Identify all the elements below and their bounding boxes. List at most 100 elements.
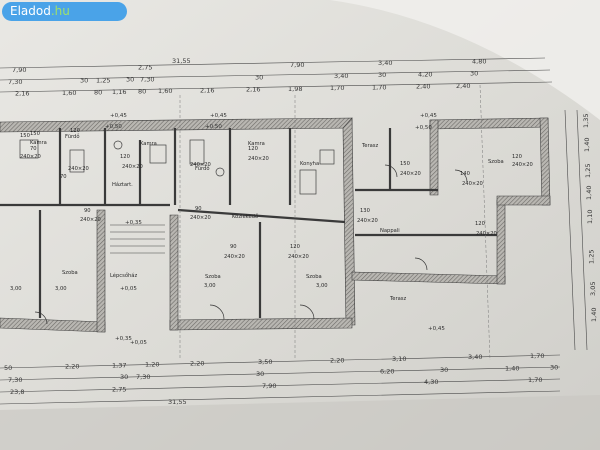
axis-lines [179,84,491,361]
level-mark: +0,05 [120,286,137,292]
level-mark: +0,50 [415,125,432,131]
paper-fold-highlight [330,0,600,120]
dimension-label: 31,55 [168,398,187,406]
room-dimension: 3,00 [10,286,22,292]
dimension-bottom-total: 31,55 [168,398,187,406]
door-label: 240×20 [20,154,41,160]
door-label: 120 [120,154,130,160]
dimension-label: 2,40 [456,82,470,90]
dimension-label: 30 [126,76,134,84]
door-label: 120 [70,128,80,134]
eladod-logo-badge[interactable]: Eladod.hu [2,2,127,21]
dimension-label: 80 [94,88,102,96]
door-label: 240×20 [68,166,89,172]
outer-walls [0,117,551,333]
dimension-label: 2,40 [416,83,430,91]
door-label: 240×20 [122,164,143,170]
dimension-label: 7,90 [262,382,276,390]
room-dimension: 3,00 [316,283,328,289]
dimension-label: 1,35 [582,114,590,128]
dimension-label: 3,40 [378,59,392,67]
dimension-label: 1,25 [588,250,596,264]
sanitary-fixtures [19,139,335,195]
door-label: 130 [360,208,370,214]
dimension-label: 1,40 [590,308,598,322]
dimension-label: 1,40 [505,364,519,372]
door-swings [34,164,468,325]
dimension-label: 31,55 [172,57,191,65]
brand-name: Eladod [10,4,51,18]
room-label: Kamra [140,141,157,147]
dimension-label: 4,30 [424,378,438,386]
dimension-label: 7,30 [140,75,154,83]
level-marks: +0,45+0,50+0,45+0,50+0,45+0,50+0,35+0,05… [105,113,445,346]
level-mark: +0,50 [205,124,222,130]
dimension-label: 23,8 [10,388,24,396]
dimension-lines-top [0,57,553,93]
dimension-lines-right [564,109,588,351]
door-label: 240×20 [512,162,533,168]
dimension-label: 1,37 [112,361,126,369]
inner-walls [0,128,497,318]
door-label: 120 [512,154,522,160]
dimension-label: 3,50 [258,358,272,366]
dimension-label: 30 [255,73,263,81]
level-mark: +0,35 [115,336,132,342]
level-mark: +0,50 [105,124,122,130]
dimension-label: 2,20 [190,360,204,368]
door-label: 120 [475,221,485,227]
dimension-label: 3,05 [589,282,597,296]
door-label: 150 [20,133,30,139]
dimension-label: 30 [440,366,448,374]
door-label: 90 [195,206,202,212]
dimension-label: 2,75 [138,64,152,72]
dimension-label: 30 [470,70,478,78]
dimension-label: 30 [80,77,88,85]
dimension-label: 1,70 [530,352,544,360]
door-label: 140 [460,171,470,177]
dimension-label: 1,98 [288,85,302,93]
dimension-label: 6,20 [380,367,394,375]
room-label: Nappali [380,228,400,234]
dimension-label: 7,90 [290,61,304,69]
dimension-label: 3,40 [334,72,348,80]
room-label: Kamra [30,140,47,146]
room-label: Szoba [205,274,221,280]
door-label: 240×20 [190,162,211,168]
dimension-top-total: 31,55 [172,57,191,65]
room-label: Háztart. [112,181,133,188]
level-mark: +0,35 [125,220,142,226]
dimension-label: 7,30 [8,78,22,86]
door-label: 240×20 [288,254,309,260]
room-label: Lépcsőház [110,272,137,279]
brand-domain: .hu [50,4,70,18]
level-mark: +0,45 [420,113,437,119]
dimension-label: 2,75 [112,385,126,393]
door-label: 240×20 [357,218,378,224]
level-mark: +0,05 [130,340,147,346]
door-label: 90 [230,244,237,250]
room-label: Fürdő [195,166,210,172]
door-label: 240×20 [462,181,483,187]
dimension-label: 4,80 [472,58,486,66]
dimension-label: 2,20 [65,363,79,371]
door-label: 120 [290,244,300,250]
room-label: Fürdő [65,134,80,140]
room-label: Konyha [300,161,319,167]
door-label: 70 [30,146,37,152]
paper-lower-shadow [0,395,600,450]
door-label: 120 [248,146,258,152]
dimension-label: 2,16 [246,86,260,94]
dimension-label: 1,40 [583,138,591,152]
dimension-label: 1,70 [330,84,344,92]
dimension-label: 50 [4,364,12,372]
door-label: 240×20 [248,156,269,162]
